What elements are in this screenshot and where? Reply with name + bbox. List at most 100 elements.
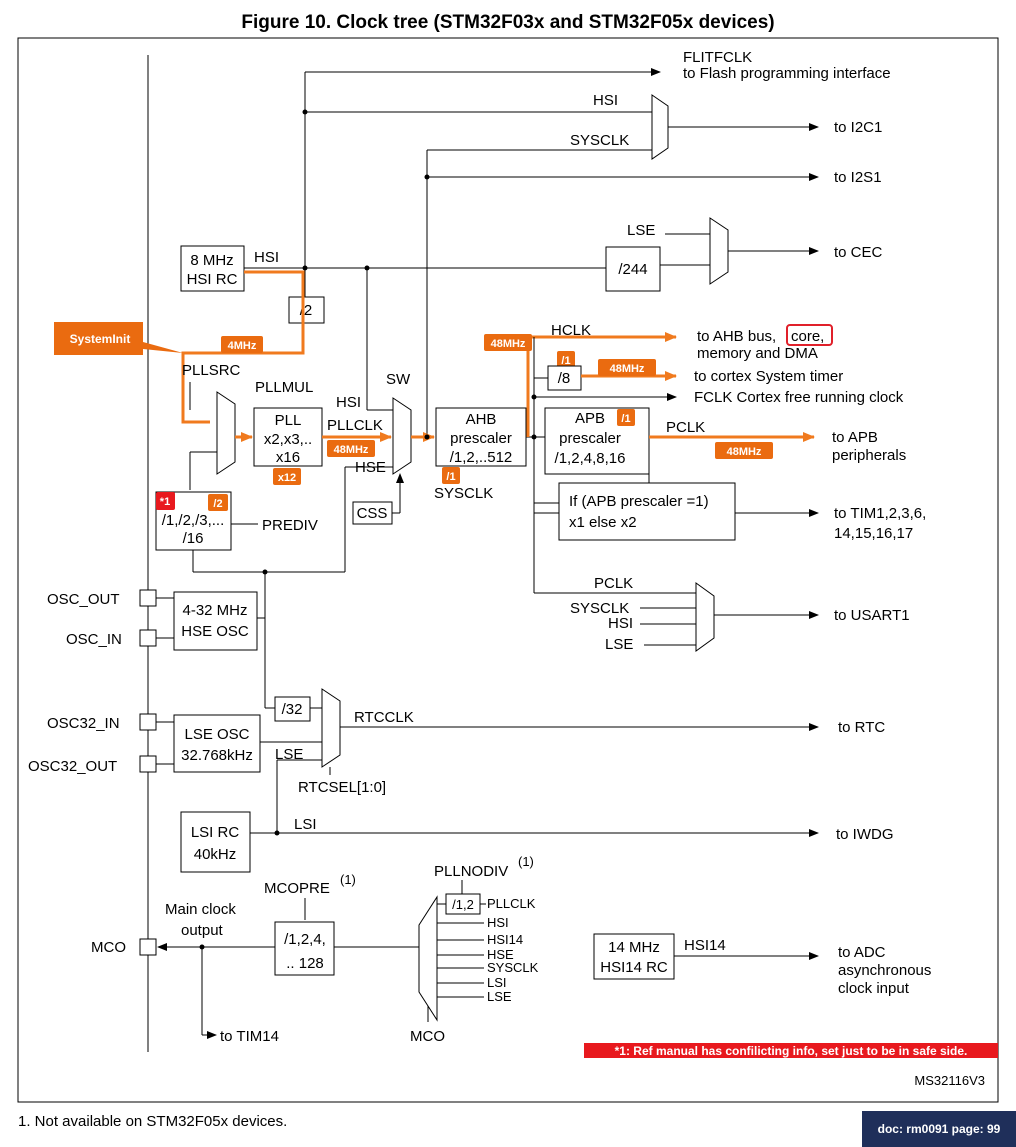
junction-dot [302,109,308,115]
red-note [584,1043,998,1058]
badge-48-timer-label: 48MHz [610,363,645,375]
badge-48-pll [327,440,375,457]
badge-star1-label: *1 [160,496,170,508]
to-adc-3: clock input [838,980,910,997]
hsi-rc-l1: 8 MHz [190,252,233,269]
rtcsel-label: RTCSEL[1:0] [298,779,386,796]
tim-l1: If (APB prescaler =1) [569,493,709,510]
badge-4mhz [221,336,263,353]
to-ahb-core: core, [791,328,824,345]
junction-dot [531,394,537,400]
lse-rtc-label: LSE [275,746,303,763]
badge-div8-1-label: /1 [561,355,570,367]
fclk-label: FCLK Cortex free running clock [694,389,904,406]
main-clock-l2: output [181,922,224,939]
badge-star1 [156,492,175,510]
hsi-usart-label: HSI [608,615,633,632]
pllsrc-mux [216,391,236,475]
lsi-rc-l2: 40kHz [194,846,237,863]
pll-l1: PLL [275,412,302,429]
to-apb-1: to APB [832,429,878,446]
pllmul-label: PLLMUL [255,379,313,396]
systeminit-callout [54,322,183,355]
to-usart1: to USART1 [834,607,910,624]
lse-osc-l2: 32.768kHz [181,747,253,764]
to-adc-2: asynchronous [838,962,931,979]
core-highlight [786,324,833,346]
mco-hsi14: HSI14 [487,932,523,947]
css-label: CSS [357,505,388,522]
div2-box [288,296,325,324]
mcopre-box [274,921,335,976]
mco-mux-label: MCO [410,1028,445,1045]
badge-prediv-2 [208,494,228,511]
pllnodiv-sup: (1) [518,854,534,869]
apb-l1: APB [575,410,605,427]
to-adc-1: to ADC [838,944,886,961]
systeminit-label: SystemInit [70,332,131,346]
flash-interface-label: to Flash programming interface [683,65,891,82]
badge-div8-1 [557,351,575,368]
sysclk-ahb-label: SYSCLK [434,485,493,502]
osc32-in-label: OSC32_IN [47,715,120,732]
rtcsel-mux [321,688,341,768]
to-apb-2: peripherals [832,447,906,464]
hsi14-rc-box [593,933,675,980]
badge-48-apb-label: 48MHz [727,446,762,458]
badge-48-hclk [484,334,532,351]
pll-l2: x2,x3,.. [264,431,312,448]
hsi14-label: HSI14 [684,937,726,954]
to-tim-2: 14,15,16,17 [834,525,913,542]
badge-ahb-1 [442,467,460,484]
ahb-l1: AHB [466,411,497,428]
badge-apb-1-label: /1 [621,413,630,425]
mco-hsi: HSI [487,915,509,930]
mco-pllclk: PLLCLK [487,896,536,911]
pllnodiv-label: PLLNODIV [434,863,508,880]
i2c1-mux [651,94,669,160]
div244-box [605,246,661,292]
lse-usart-label: LSE [605,636,633,653]
apb-l2: prescaler [559,430,621,447]
sysclk-i2c-label: SYSCLK [570,132,629,149]
flitfclk-label: FLITFCLK [683,49,752,66]
figure-frame [17,37,999,1103]
ref-code: MS32116V3 [914,1073,985,1088]
ahb-l3: /1,2,..512 [450,449,513,466]
ahb-l2: prescaler [450,430,512,447]
sysclk-usart-label: SYSCLK [570,600,629,617]
div32-box [274,696,311,722]
to-ahb-1: to AHB bus, [697,328,776,345]
lsi-rc-box [180,811,251,873]
div12-label: /1,2 [452,897,474,912]
prediv-l1: /1,/2,/3,... [162,512,225,529]
footnote: 1. Not available on STM32F05x devices. [18,1113,288,1130]
to-rtc: to RTC [838,719,885,736]
div8-label: /8 [558,370,571,387]
to-tim-1: to TIM1,2,3,6, [834,505,926,522]
to-systimer: to cortex System timer [694,368,843,385]
mco-hse: HSE [487,947,514,962]
badge-4mhz-label: 4MHz [228,340,257,352]
to-ahb-2: memory and DMA [697,345,818,362]
badge-48-hclk-label: 48MHz [491,338,526,350]
mcopre-label: MCOPRE [264,880,330,897]
pllsrc-label: PLLSRC [182,362,241,379]
osc32-in-pin [139,713,157,731]
hsi-i2c-label: HSI [593,92,618,109]
pll-l3: x16 [276,449,300,466]
hsi14-l1: 14 MHz [608,939,660,956]
osc-out-label: OSC_OUT [47,591,120,608]
lse-osc-box [173,714,261,773]
hsi-rc-l2: HSI RC [187,271,238,288]
mco-pin-label: MCO [91,939,126,956]
to-cec: to CEC [834,244,883,261]
badge-apb-1 [617,409,635,426]
hsi14-l2: HSI14 RC [600,959,668,976]
osc-out-pin [139,589,157,607]
cec-mux [709,217,729,285]
mco-sysclk: SYSCLK [487,960,539,975]
junction-dot [424,434,430,440]
hsi-sw-label: HSI [336,394,361,411]
